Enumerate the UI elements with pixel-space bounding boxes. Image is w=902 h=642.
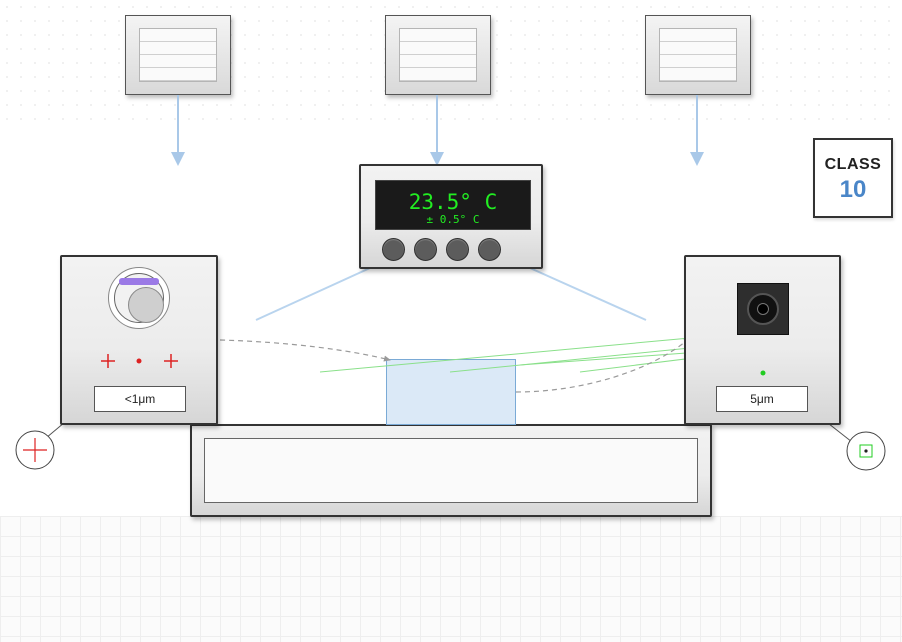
particle-trail (519, 351, 701, 366)
left-station-value: <1μm (94, 386, 186, 412)
camera-aperture (757, 303, 769, 315)
control-knob-icon[interactable] (414, 238, 437, 261)
camera-lens (747, 293, 779, 325)
control-knob-icon[interactable] (382, 238, 405, 261)
airflow-arrow-left-head (171, 152, 185, 166)
target-callout[interactable] (846, 431, 886, 471)
alignment-point (136, 358, 142, 364)
class-value: 10 (839, 176, 867, 203)
crosshair-icon (164, 354, 178, 368)
alignment-marks (101, 354, 178, 368)
lens-core (128, 287, 164, 323)
lens-tag (119, 278, 159, 285)
right-station-value: 5μm (716, 386, 808, 412)
temperature-tolerance: ± 0.5° C (426, 213, 480, 226)
sample-slide[interactable] (386, 359, 516, 425)
temperature-reading: 23.5° C (408, 190, 498, 214)
right-station: 5μm (684, 255, 841, 425)
camera-icon (737, 283, 789, 335)
sensor-point-layer (760, 370, 766, 376)
target-icon (859, 444, 873, 458)
background-grid (0, 516, 902, 642)
cleanroom-class-badge: CLASS 10 (813, 138, 893, 218)
sensor-lines (255, 267, 647, 321)
class-label: CLASS (824, 156, 882, 173)
airflow-arrow-right-head (690, 152, 704, 166)
crosshair-callout[interactable] (15, 430, 55, 470)
hepa-filter-icon (139, 28, 217, 82)
sensor-line-left (255, 267, 371, 321)
filter-unit-left (125, 15, 231, 95)
airflow-arrows (171, 95, 704, 166)
temperature-controller: 23.5° C ± 0.5° C (359, 164, 543, 269)
particle-trail (319, 337, 691, 373)
transfer-paths (219, 337, 691, 393)
control-knob-icon[interactable] (446, 238, 469, 261)
left-station: <1μm (60, 255, 218, 425)
sensor-line-right (529, 267, 647, 321)
filter-unit-right (645, 15, 751, 95)
crosshair-icon (23, 438, 47, 462)
crosshair-icon (101, 354, 115, 368)
transfer-path-out (515, 337, 691, 393)
hepa-filter-icon (659, 28, 737, 82)
sensor-point (760, 370, 766, 376)
hepa-filter-icon (399, 28, 477, 82)
base-table-tray (204, 438, 698, 503)
lens-icon (108, 267, 170, 329)
control-knob-icon[interactable] (478, 238, 501, 261)
transfer-path-in (219, 339, 391, 362)
filter-unit-center (385, 15, 491, 95)
particle-trail (449, 344, 721, 373)
airflow-arrow-center-head (430, 152, 444, 166)
base-table (190, 424, 712, 517)
temperature-display: 23.5° C ± 0.5° C (375, 180, 531, 230)
